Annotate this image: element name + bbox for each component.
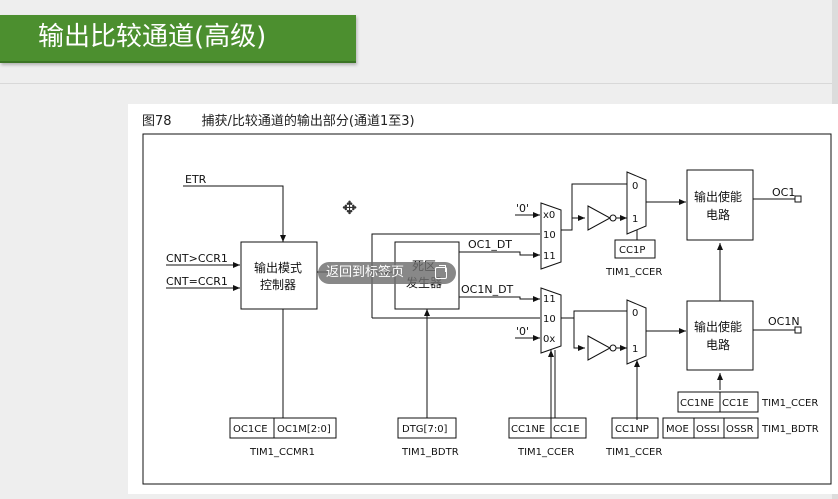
enable-bottom-box bbox=[686, 300, 754, 371]
small-mux-bottom-1: 1 bbox=[632, 344, 638, 355]
enable-bottom-line1: 输出使能 bbox=[694, 319, 742, 334]
mux-top-out bbox=[561, 183, 627, 231]
divider bbox=[0, 83, 838, 84]
small-mux-top-0: 0 bbox=[632, 181, 638, 192]
reg-cc1np bbox=[611, 417, 659, 439]
mux-bottom-in-1: 10 bbox=[543, 314, 556, 325]
back-to-tab-label: 返回到标签页 bbox=[326, 265, 405, 280]
reg-cc1ne-r-text: CC1NE bbox=[680, 398, 714, 409]
reg-cc1e-r-text: CC1E bbox=[722, 398, 749, 409]
mode-controller-line1: 输出模式 bbox=[254, 260, 302, 275]
ocref-bypass-line bbox=[371, 233, 540, 272]
oc1-pin bbox=[794, 195, 802, 203]
reg-cc1e bbox=[550, 417, 587, 439]
mux-top-in-1: 10 bbox=[543, 230, 556, 241]
reg-dtg-text: DTG[7:0] bbox=[402, 424, 448, 435]
diagram-frame bbox=[142, 133, 832, 485]
mux-top bbox=[540, 202, 562, 270]
external-link-icon bbox=[435, 265, 447, 279]
reg-oc1ce-text: OC1CE bbox=[233, 424, 268, 435]
mode-controller-box bbox=[240, 241, 318, 310]
reg-ossr-text: OSSR bbox=[726, 424, 754, 435]
label-cnt-eq: CNT=CCR1 bbox=[166, 275, 228, 288]
small-mux-top-1: 1 bbox=[632, 214, 638, 225]
figure-number: 图78 bbox=[142, 114, 172, 129]
back-to-tab-button[interactable]: 返回到标签页 bbox=[318, 262, 456, 284]
inverter-bottom bbox=[587, 335, 612, 361]
reg-ossi-text: OSSI bbox=[696, 424, 720, 435]
enable-bottom-line2: 电路 bbox=[706, 337, 730, 352]
reg-cc1p bbox=[614, 239, 656, 259]
label-etr: ETR bbox=[185, 173, 207, 186]
reg-cc1e-r bbox=[719, 391, 759, 413]
oc1-dt-line bbox=[459, 251, 540, 258]
reg-cc1ne-text: CC1NE bbox=[511, 424, 545, 435]
mux-bottom-in-0: 11 bbox=[543, 294, 556, 305]
reg-ccer-a-text: TIM1_CCER bbox=[517, 447, 574, 458]
reg-cc1p-text: CC1P bbox=[619, 245, 645, 256]
reg-cc1np-text: CC1NP bbox=[615, 424, 649, 435]
mode-controller-line2: 控制器 bbox=[260, 278, 296, 292]
mux-bottom-in-2: 0x bbox=[543, 334, 555, 345]
figure-caption-text: 捕获/比较通道的输出部分(通道1至3) bbox=[201, 114, 415, 129]
reg-ossr bbox=[723, 417, 759, 439]
reg-oc1m-text: OC1M[2:0] bbox=[277, 424, 331, 435]
label-zero-top: '0' bbox=[516, 202, 529, 215]
label-oc1n-dt: OC1N_DT bbox=[461, 283, 514, 296]
enable-top-box bbox=[686, 169, 754, 241]
label-oc1n: OC1N bbox=[768, 315, 800, 328]
small-mux-bottom-0: 0 bbox=[632, 308, 638, 319]
label-zero-bottom: '0' bbox=[516, 325, 529, 338]
figure-caption: 图78 捕获/比较通道的输出部分(通道1至3) bbox=[142, 110, 415, 129]
enable-top-line1: 输出使能 bbox=[694, 189, 742, 204]
reg-oc1m bbox=[273, 417, 337, 439]
oc1n-dt-line bbox=[459, 296, 540, 302]
move-cursor-icon: ✥ bbox=[342, 198, 358, 219]
reg-ccmr1-text: TIM1_CCMR1 bbox=[249, 447, 315, 458]
mux-top-in-0: x0 bbox=[543, 210, 555, 221]
reg-ccer-c-text: TIM1_CCER bbox=[605, 267, 662, 278]
reg-cc1e-text: CC1E bbox=[553, 424, 580, 435]
label-oc1-dt: OC1_DT bbox=[468, 238, 512, 251]
reg-moe-text: MOE bbox=[666, 424, 689, 435]
reg-bdtr-r-text: TIM1_BDTR bbox=[761, 424, 819, 435]
label-oc1: OC1 bbox=[772, 186, 795, 199]
mux-bottom bbox=[540, 287, 562, 354]
small-mux-bottom bbox=[626, 299, 647, 365]
enable-top-line2: 电路 bbox=[706, 207, 730, 222]
etr-line bbox=[183, 185, 286, 242]
oc1n-pin bbox=[794, 326, 802, 334]
slide-title-bar: 输出比较通道(高级) bbox=[0, 15, 356, 63]
reg-dtg bbox=[397, 417, 457, 439]
mux-top-in-2: 11 bbox=[543, 251, 556, 262]
reg-bdtr-a-text: TIM1_BDTR bbox=[401, 447, 459, 458]
reg-ccer-b-text: TIM1_CCER bbox=[605, 447, 662, 458]
inverter-top bbox=[587, 205, 612, 231]
label-cnt-gt: CNT>CCR1 bbox=[166, 252, 228, 265]
mux-bottom-out bbox=[561, 310, 627, 319]
slide-title: 输出比较通道(高级) bbox=[38, 22, 267, 52]
reg-ccer-r-text: TIM1_CCER bbox=[761, 398, 818, 409]
small-mux-top bbox=[626, 171, 647, 235]
